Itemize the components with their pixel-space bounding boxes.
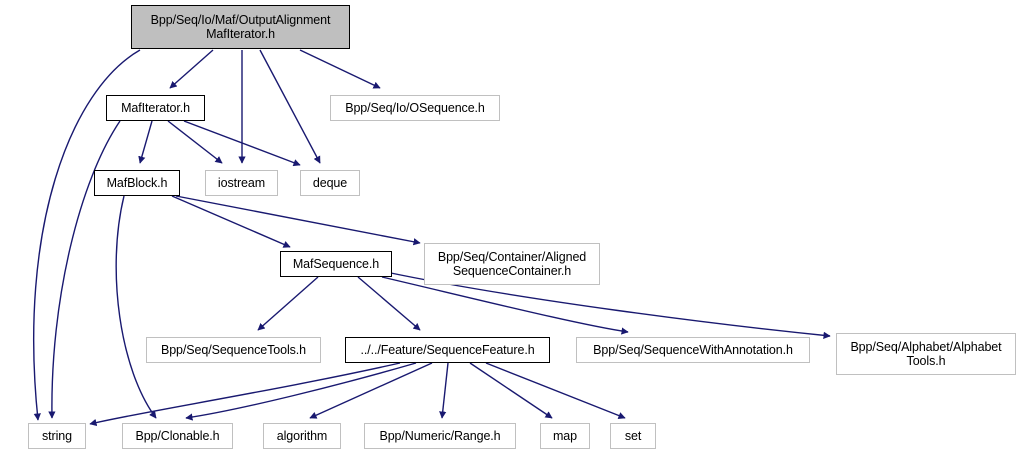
graph-node-mafiterator[interactable]: MafIterator.h (106, 95, 205, 121)
graph-node-label: Bpp/Seq/SequenceTools.h (160, 343, 307, 357)
graph-node-mafsequence[interactable]: MafSequence.h (280, 251, 392, 277)
graph-node-label: map (552, 429, 578, 443)
graph-edge-mafblock-to-clonable (115, 195, 157, 419)
graph-edge-mafiterator-to-deque (183, 120, 301, 167)
graph-node-string[interactable]: string (28, 423, 86, 449)
graph-edge-root-to-deque (259, 49, 321, 164)
graph-edge-root-to-osequence (299, 49, 381, 89)
graph-edge-seqfeature-to-map (469, 362, 553, 419)
graph-node-label: Bpp/Clonable.h (135, 429, 220, 443)
graph-edge-seqfeature-to-string (89, 362, 401, 427)
graph-node-label: Bpp/Numeric/Range.h (379, 429, 501, 443)
graph-node-seqtools[interactable]: Bpp/Seq/SequenceTools.h (146, 337, 321, 363)
graph-node-alignedcont[interactable]: Bpp/Seq/Container/Aligned SequenceContai… (424, 243, 600, 285)
graph-edge-mafblock-to-mafsequence (171, 195, 291, 248)
graph-node-set[interactable]: set (610, 423, 656, 449)
graph-node-alphabet[interactable]: Bpp/Seq/Alphabet/Alphabet Tools.h (836, 333, 1016, 375)
graph-edge-mafsequence-to-seqtools (257, 276, 319, 331)
graph-edge-seqfeature-to-range (439, 362, 449, 419)
graph-node-label: Bpp/Seq/Alphabet/Alphabet Tools.h (850, 340, 1002, 368)
graph-edge-mafsequence-to-seqfeature (357, 276, 421, 331)
graph-edge-mafiterator-to-string (48, 120, 121, 419)
graph-edge-seqfeature-to-algorithm (309, 362, 433, 419)
graph-node-label: algorithm (276, 429, 328, 443)
graph-node-mafblock[interactable]: MafBlock.h (94, 170, 180, 196)
graph-edge-seqfeature-to-set (485, 362, 626, 419)
graph-node-iostream[interactable]: iostream (205, 170, 278, 196)
graph-node-label: Bpp/Seq/SequenceWithAnnotation.h (593, 343, 793, 357)
graph-node-label: iostream (217, 176, 266, 190)
graph-node-algorithm[interactable]: algorithm (263, 423, 341, 449)
graph-node-seqwithann[interactable]: Bpp/Seq/SequenceWithAnnotation.h (576, 337, 810, 363)
graph-node-deque[interactable]: deque (300, 170, 360, 196)
graph-node-label: ../../Feature/SequenceFeature.h (360, 343, 535, 357)
graph-node-osequence[interactable]: Bpp/Seq/Io/OSequence.h (330, 95, 500, 121)
graph-node-label: Bpp/Seq/Io/OSequence.h (345, 101, 485, 115)
graph-node-label: deque (312, 176, 348, 190)
graph-node-root[interactable]: Bpp/Seq/Io/Maf/OutputAlignment MafIterat… (131, 5, 350, 49)
graph-node-label: MafBlock.h (106, 176, 168, 190)
graph-node-label: MafSequence.h (292, 257, 380, 271)
graph-node-label: set (624, 429, 642, 443)
graph-node-label: Bpp/Seq/Io/Maf/OutputAlignment MafIterat… (150, 13, 331, 41)
graph-node-range[interactable]: Bpp/Numeric/Range.h (364, 423, 516, 449)
graph-node-map[interactable]: map (540, 423, 590, 449)
graph-node-label: string (42, 429, 72, 443)
graph-edge-seqfeature-to-clonable (185, 362, 417, 421)
graph-edge-mafiterator-to-mafblock (138, 120, 153, 164)
graph-node-label: Bpp/Seq/Container/Aligned SequenceContai… (437, 250, 587, 278)
graph-node-clonable[interactable]: Bpp/Clonable.h (122, 423, 233, 449)
graph-node-label: MafIterator.h (121, 101, 190, 115)
graph-edge-mafiterator-to-iostream (167, 120, 223, 164)
graph-edge-mafsequence-to-seqwithann (381, 276, 629, 335)
graph-edge-root-to-mafiterator (169, 49, 214, 89)
graph-node-seqfeature[interactable]: ../../Feature/SequenceFeature.h (345, 337, 550, 363)
graph-edge-mafblock-to-alignedcont (175, 195, 421, 246)
